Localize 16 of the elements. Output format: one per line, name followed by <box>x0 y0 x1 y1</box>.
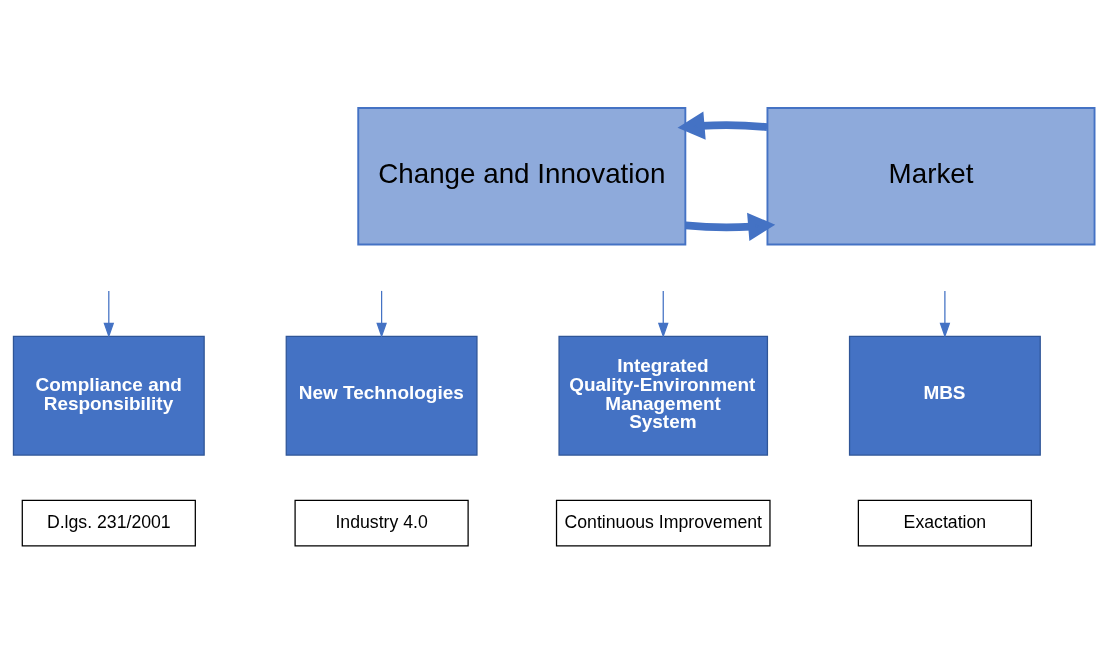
arrow <box>939 290 951 338</box>
arrow <box>376 290 387 338</box>
node-box: D.lgs. 231/2001 <box>21 499 196 547</box>
arrow <box>103 290 115 338</box>
node-box: MBS <box>848 335 1041 456</box>
arrow <box>677 111 768 140</box>
arrow <box>657 290 669 338</box>
node-box: Continuous Improvement <box>555 499 771 547</box>
node-box: Change and Innovation <box>357 107 687 246</box>
node-box: Exactation <box>857 499 1033 547</box>
node-box: Industry 4.0 <box>294 499 469 547</box>
node-box: New Technologies <box>285 335 478 456</box>
node-box: Integrated Quality-Environment Management System <box>558 335 769 456</box>
node-box: Compliance and Responsibility <box>12 335 205 456</box>
arrow <box>685 212 776 242</box>
node-box: Market <box>766 107 1096 246</box>
